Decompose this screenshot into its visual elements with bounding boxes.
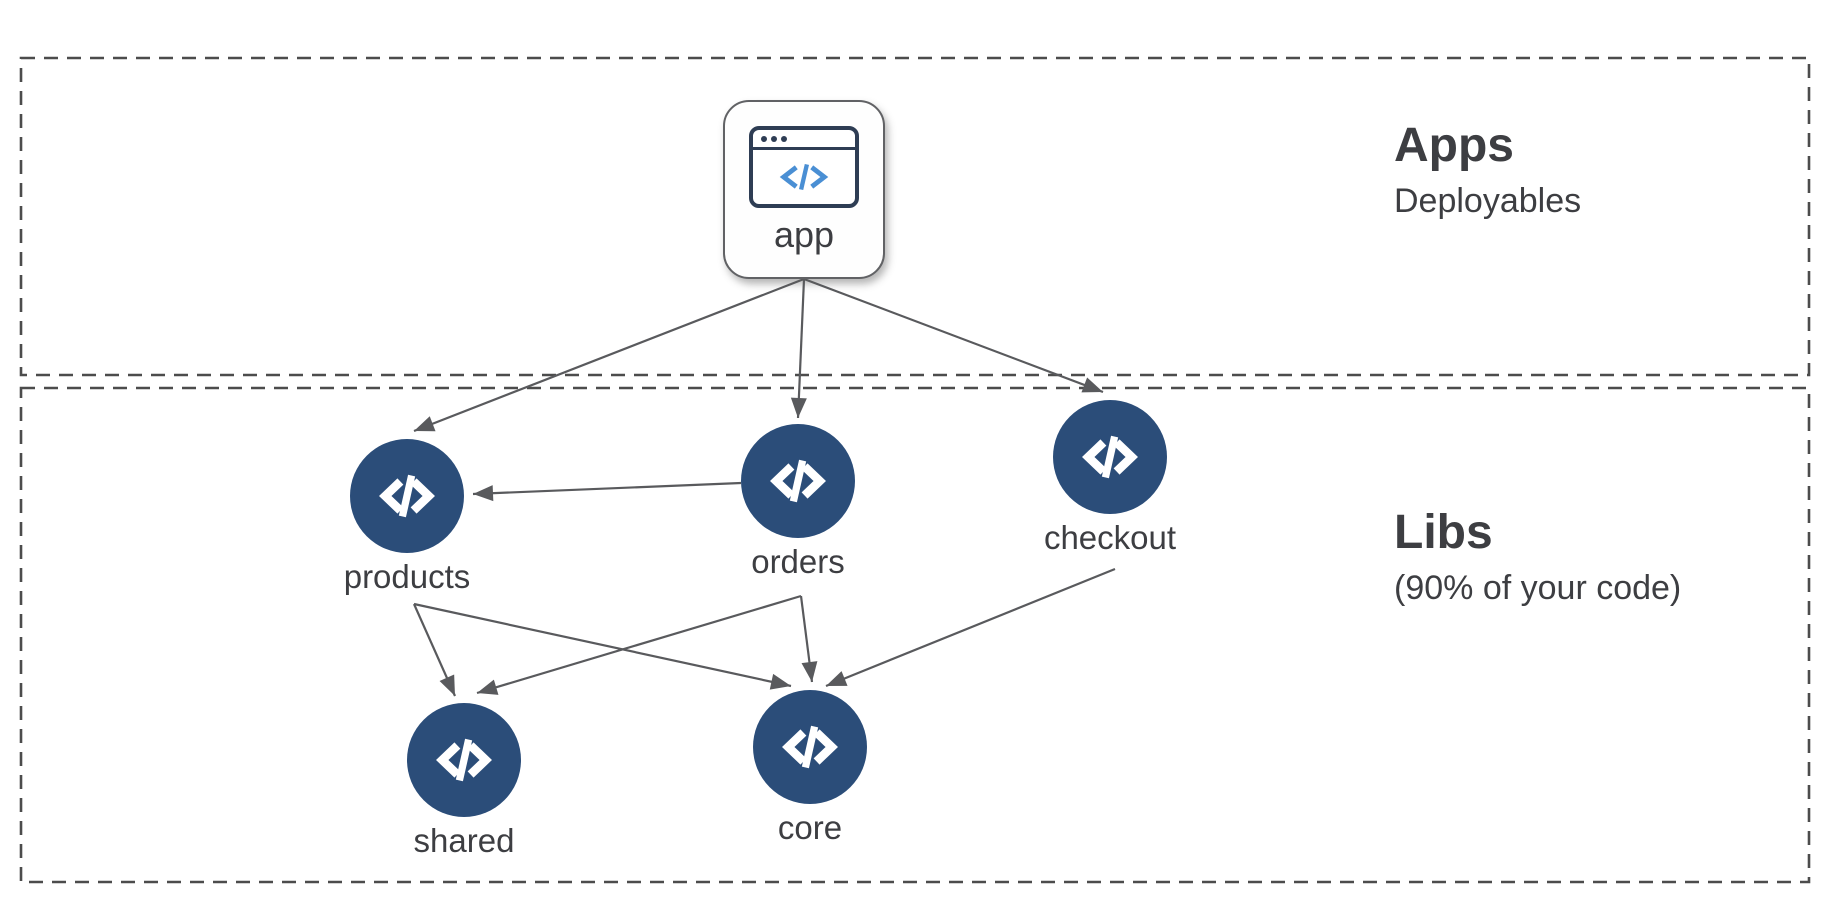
node-orders: orders: [741, 424, 855, 578]
edge-orders-to-core: [799, 595, 818, 683]
libs-section-subtitle: (90% of your code): [1394, 569, 1682, 608]
libs-section-box: [19, 386, 1811, 884]
code-brackets-icon: [753, 690, 867, 804]
libs-section-label: Libs (90% of your code): [1394, 505, 1681, 608]
code-brackets-icon: [407, 703, 521, 817]
node-app: app: [723, 100, 885, 279]
edge-products-to-shared: [412, 603, 457, 697]
edge-app-to-orders: [790, 278, 807, 419]
apps-section-subtitle: Deployables: [1394, 182, 1582, 221]
node-label: core: [777, 809, 843, 846]
edge-orders-to-products: [472, 481, 742, 502]
browser-dot: [761, 135, 767, 142]
code-glyph: [1082, 435, 1138, 479]
node-shared: shared: [407, 703, 521, 857]
apps-section-title: Apps: [1394, 119, 1514, 172]
edge-checkout-to-core: [825, 567, 1116, 688]
node-label: checkout: [1043, 519, 1177, 556]
code-brackets-icon: [1053, 400, 1167, 514]
browser-titlebar: [753, 130, 855, 150]
node-label: shared: [413, 822, 515, 859]
code-glyph: [770, 459, 826, 503]
edge-orders-to-shared: [476, 594, 802, 695]
browser-content: [753, 150, 855, 204]
node-checkout: checkout: [1044, 400, 1176, 554]
code-glyph: [379, 474, 435, 518]
code-brackets-icon: [741, 424, 855, 538]
node-products: products: [344, 439, 470, 593]
libs-section-title: Libs: [1394, 506, 1493, 559]
node-label: products: [343, 558, 471, 595]
browser-window-code-icon: [749, 126, 859, 208]
code-glyph: [436, 738, 492, 782]
browser-dot: [771, 135, 777, 142]
apps-section-label: Apps Deployables: [1394, 118, 1581, 221]
edge-app-to-products: [413, 277, 805, 433]
edge-products-to-core: [413, 602, 792, 690]
apps-section-box: [19, 56, 1811, 377]
code-glyph: [782, 725, 838, 769]
edge-app-to-checkout: [803, 277, 1104, 394]
code-brackets-icon: [350, 439, 464, 553]
node-core: core: [753, 690, 867, 844]
browser-dot: [781, 135, 787, 142]
node-label: app: [773, 214, 835, 255]
code-brackets-icon-blue: [779, 163, 829, 191]
node-label: orders: [751, 543, 845, 580]
